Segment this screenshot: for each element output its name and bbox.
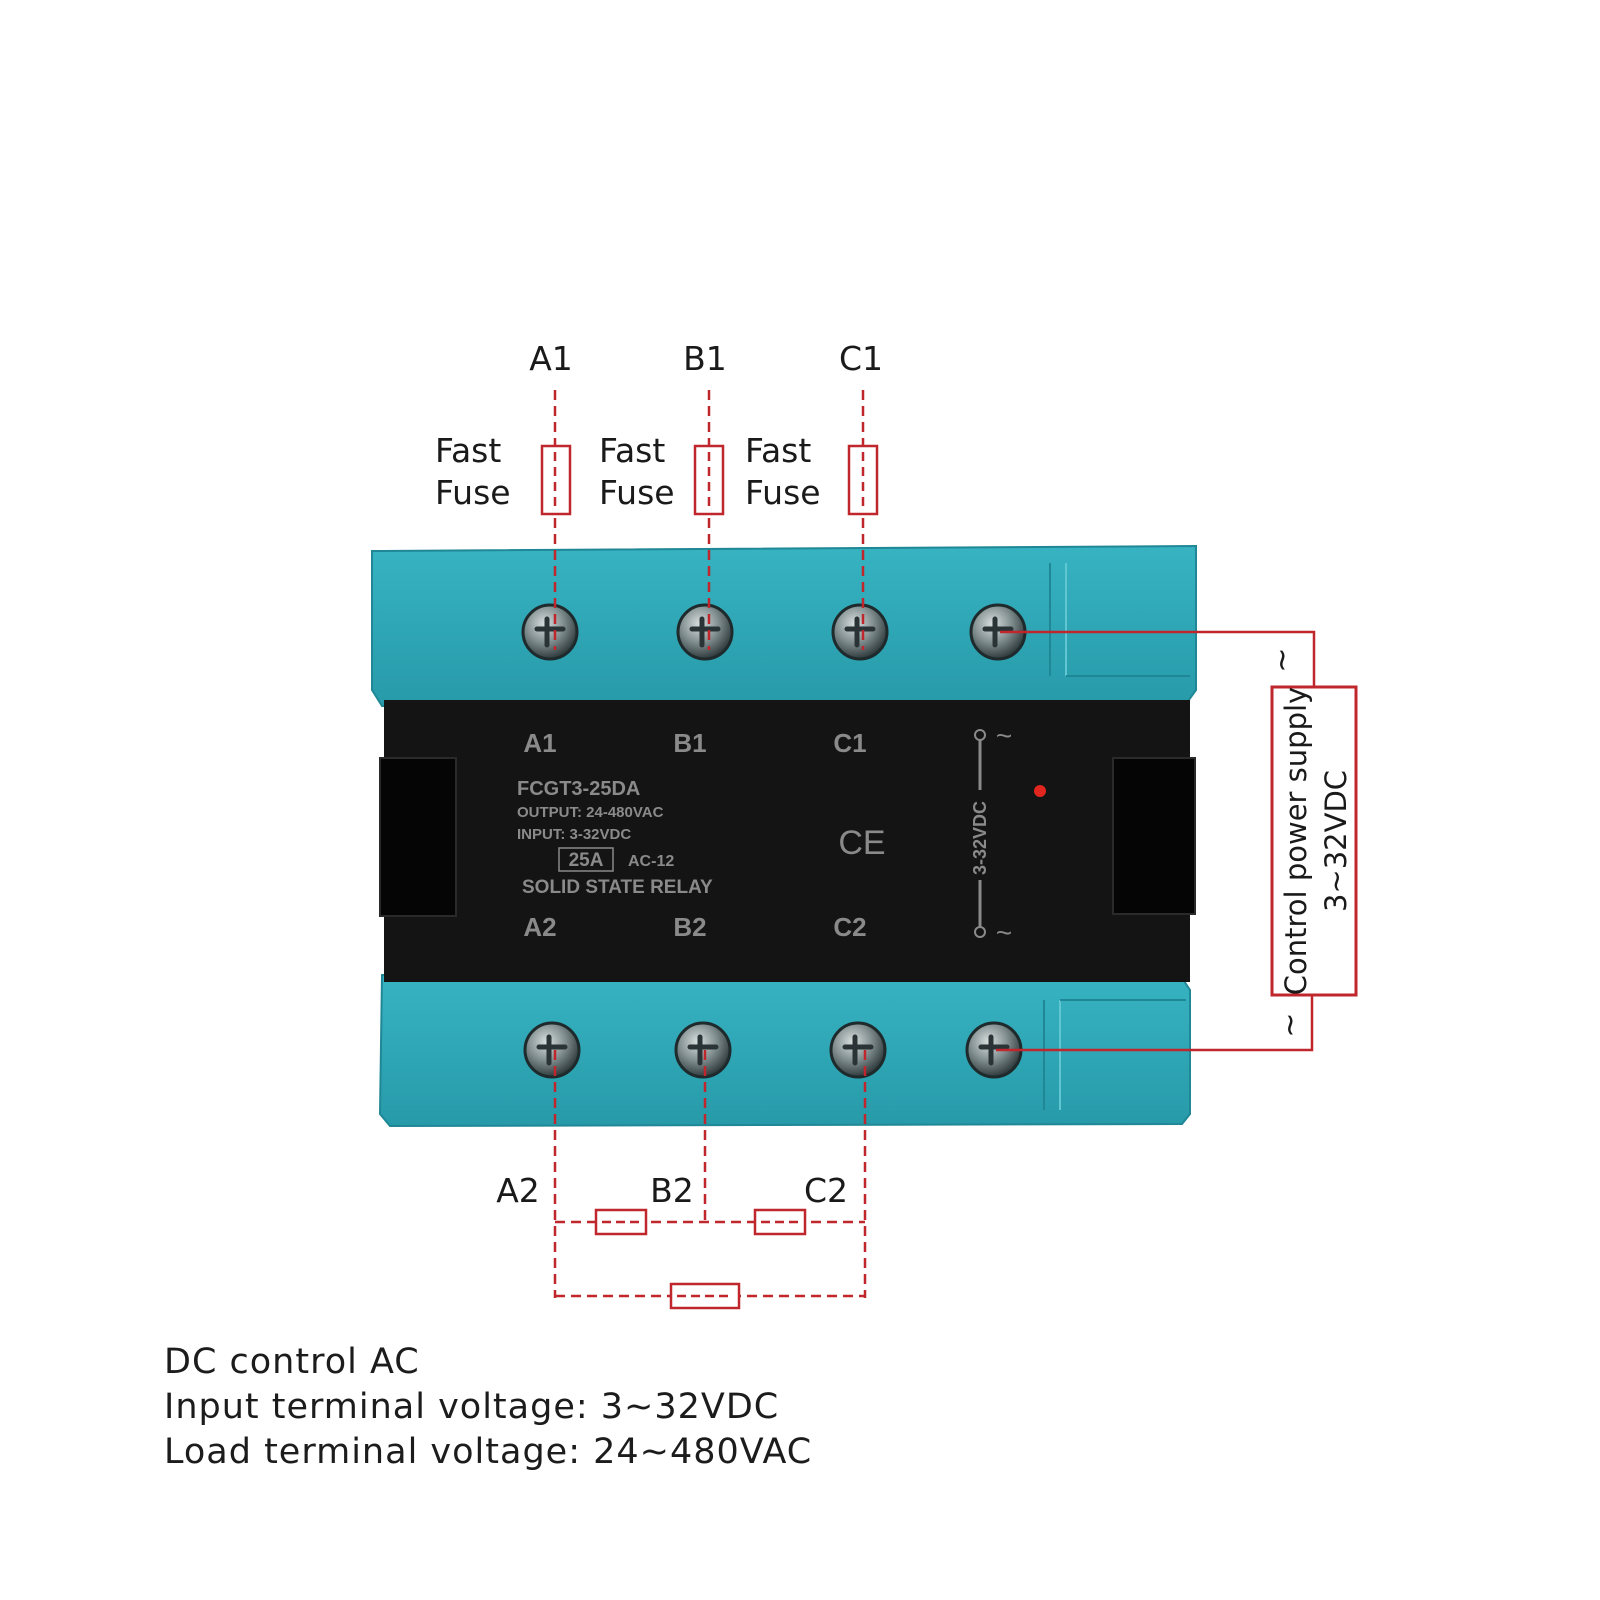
fuse-label-a1-line1: Fast (435, 431, 501, 470)
terminal-label-b1: B1 (683, 339, 727, 378)
face-label-a1: A1 (523, 728, 556, 758)
terminal-label-b2: B2 (650, 1171, 694, 1210)
control-wire-negative (996, 995, 1314, 1052)
control-wire-positive (1000, 630, 1316, 687)
spec-notes: DC control AC Input terminal voltage: 3~… (164, 1340, 812, 1475)
face-label-c2: C2 (833, 912, 866, 942)
terminal-label-c1: C1 (839, 339, 883, 378)
screw-a1 (521, 603, 579, 661)
model-number: FCGT3-25DA (517, 778, 640, 800)
input-rating: INPUT: 3-32VDC (517, 826, 631, 843)
screw-c2 (829, 1021, 887, 1079)
face-tilde-bottom: ~ (996, 917, 1012, 948)
category-rating: AC-12 (628, 853, 674, 870)
relay-type: SOLID STATE RELAY (522, 877, 713, 898)
note-control-type: DC control AC (164, 1342, 420, 1382)
control-supply-label: Control power supply (1279, 687, 1313, 995)
screw-a2 (523, 1021, 581, 1079)
face-label-c1: C1 (833, 728, 866, 758)
screw-b1 (676, 603, 734, 661)
control-supply-voltage: 3~32VDC (1319, 770, 1353, 912)
status-led (1034, 785, 1046, 797)
note-input-voltage: Input terminal voltage: 3~32VDC (164, 1387, 780, 1427)
relay-right-tab (1112, 757, 1196, 915)
fuse-label-b1-line1: Fast (599, 431, 665, 470)
relay-left-tab (379, 757, 457, 917)
ce-mark: CE (838, 824, 885, 862)
output-rating: OUTPUT: 24-480VAC (517, 804, 664, 821)
terminal-label-a2: A2 (496, 1171, 540, 1210)
control-input-symbol (974, 729, 986, 938)
current-rating-box (558, 847, 614, 872)
relay-face (384, 700, 1190, 982)
fuse-label-a1-line2: Fuse (435, 473, 511, 512)
face-label-a2: A2 (523, 912, 556, 942)
control-tilde-bottom: ~ (1273, 1012, 1308, 1037)
control-tilde-top: ~ (1265, 647, 1300, 672)
face-control-voltage: 3-32VDC (970, 801, 990, 875)
face-label-b2: B2 (673, 912, 706, 942)
fuse-label-c1-line2: Fuse (745, 473, 821, 512)
screw-terminals (521, 603, 1027, 1079)
fuse-label-b1-line2: Fuse (599, 473, 675, 512)
screw-b2 (674, 1021, 732, 1079)
screw-control-negative (965, 1021, 1023, 1079)
terminal-label-c2: C2 (804, 1171, 848, 1210)
control-power-supply (1270, 685, 1358, 997)
screw-c1 (831, 603, 889, 661)
face-label-b1: B1 (673, 728, 706, 758)
line-wiring (540, 390, 1358, 1310)
terminal-label-a1: A1 (529, 339, 573, 378)
relay-top-housing (371, 544, 1197, 708)
solid-state-relay: A1 B1 C1 A2 B2 C2 FCGT3-25DA OUTPUT: 24-… (371, 544, 1197, 1128)
note-load-voltage: Load terminal voltage: 24~480VAC (164, 1432, 813, 1472)
face-tilde-top: ~ (996, 720, 1012, 751)
current-rating: 25A (569, 850, 604, 871)
fuse-label-c1-line1: Fast (745, 431, 811, 470)
